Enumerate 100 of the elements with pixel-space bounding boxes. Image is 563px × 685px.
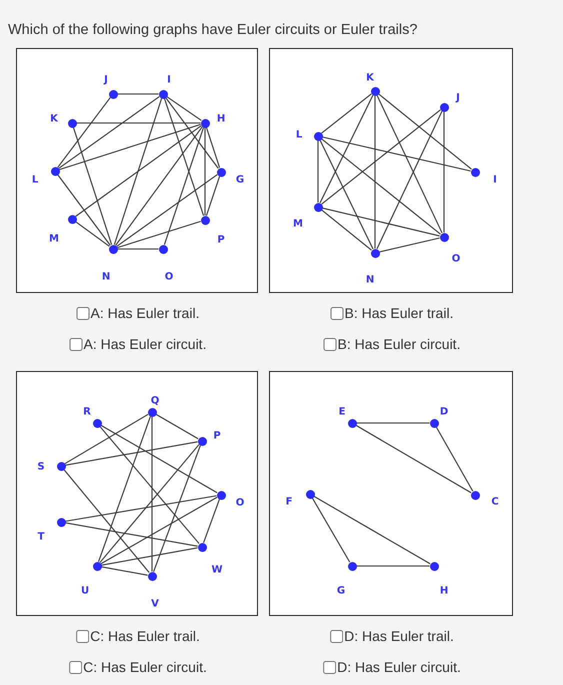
vertex-label: L — [32, 174, 38, 186]
vertex-dot — [148, 572, 156, 580]
graph-panel — [16, 48, 258, 293]
vertex-label: F — [286, 496, 292, 508]
vertex-dot — [68, 214, 76, 224]
vertex-dot — [314, 202, 322, 212]
edge-line — [58, 96, 160, 169]
graph-panel — [16, 371, 258, 616]
edge-line — [117, 220, 201, 248]
edge-line — [153, 445, 201, 572]
edge-line — [165, 97, 219, 169]
vertex-dot — [50, 166, 60, 176]
edge-line — [356, 422, 430, 424]
vertex-label: R — [83, 406, 91, 418]
edge-line — [378, 93, 472, 170]
edge-line — [376, 110, 443, 250]
vertex-label: G — [236, 174, 244, 186]
edge-line — [98, 416, 151, 562]
vertex-dot — [198, 542, 206, 552]
edge-line — [116, 174, 218, 247]
edge-line — [376, 94, 443, 234]
edge-line — [312, 498, 350, 562]
vertex-dot — [306, 490, 314, 498]
option-label: D: Has Euler circuit. — [337, 658, 461, 676]
edge-line — [322, 208, 440, 236]
edge-line — [321, 109, 441, 205]
edge-line — [100, 424, 218, 494]
vertex-dot — [200, 118, 210, 128]
edge-line — [156, 414, 198, 440]
vertex-dot — [108, 244, 118, 254]
vertex-label: K — [50, 114, 58, 124]
vertex-label: K — [366, 72, 374, 84]
edge-line — [99, 444, 200, 563]
edge-line — [314, 496, 430, 564]
vertex-dot — [430, 562, 438, 570]
option-label: C: Has Euler circuit. — [83, 658, 207, 676]
vertex-dot — [470, 490, 480, 500]
option-label: B: Has Euler trail. — [344, 304, 454, 322]
vertex-dot — [314, 132, 322, 140]
edge-line — [101, 566, 148, 576]
graph-panel — [269, 371, 513, 616]
vertex-dot — [200, 216, 210, 224]
edge-line — [321, 209, 372, 251]
vertex-label: P — [213, 430, 221, 442]
vertex-label: H — [216, 114, 226, 124]
vertex-label: S — [37, 462, 45, 472]
vertex-label: I — [167, 74, 171, 86]
edge-line — [118, 93, 158, 95]
edge-line — [319, 140, 374, 250]
edge-line — [57, 97, 111, 168]
vertex-dot — [216, 168, 226, 176]
vertex-dot — [370, 86, 380, 96]
vertex-label: M — [49, 234, 59, 244]
edge-line — [65, 522, 198, 547]
edge-line — [151, 416, 153, 572]
vertex-label: W — [211, 564, 223, 576]
graph-panel — [269, 48, 513, 293]
vertex-dot — [92, 418, 102, 428]
vertex-dot — [56, 518, 66, 526]
option-label: C: Has Euler trail. — [90, 627, 200, 645]
edge-line — [63, 469, 150, 573]
edge-line — [57, 174, 111, 246]
vertex-label: Q — [150, 396, 160, 406]
edge-line — [101, 547, 198, 566]
edge-line — [64, 414, 148, 464]
vertex-label: N — [102, 272, 110, 282]
edge-line — [206, 127, 220, 168]
vertex-dot — [348, 562, 356, 570]
vertex-dot — [108, 90, 118, 98]
vertex-dot — [158, 244, 168, 254]
vertex-dot — [216, 490, 226, 500]
vertex-dot — [348, 418, 356, 428]
edge-line — [118, 248, 158, 250]
vertex-label: E — [338, 406, 346, 418]
vertex-label: V — [151, 598, 159, 610]
edge-line — [322, 136, 471, 172]
edge-line — [203, 499, 220, 543]
edge-line — [319, 94, 374, 204]
edge-line — [75, 221, 110, 247]
vertex-label: N — [366, 274, 374, 286]
edge-line — [166, 96, 202, 121]
edge-line — [317, 140, 319, 202]
vertex-dot — [68, 118, 76, 128]
edge-line — [65, 495, 217, 522]
vertex-label: C — [491, 496, 499, 508]
vertex-label: O — [452, 254, 460, 264]
vertex-dot — [470, 168, 480, 176]
vertex-dot — [370, 248, 380, 258]
edge-line — [321, 93, 372, 134]
edge-line — [65, 441, 198, 466]
vertex-label: U — [80, 586, 90, 596]
vertex-label: L — [296, 130, 302, 140]
vertex-label: T — [38, 532, 44, 542]
edge-line — [114, 98, 162, 245]
vertex-label: J — [104, 74, 108, 86]
edge-line — [76, 122, 200, 124]
edge-line — [436, 426, 474, 492]
edge-line — [321, 138, 441, 235]
option-label: A: Has Euler circuit. — [84, 335, 206, 353]
edge-line — [100, 426, 200, 544]
